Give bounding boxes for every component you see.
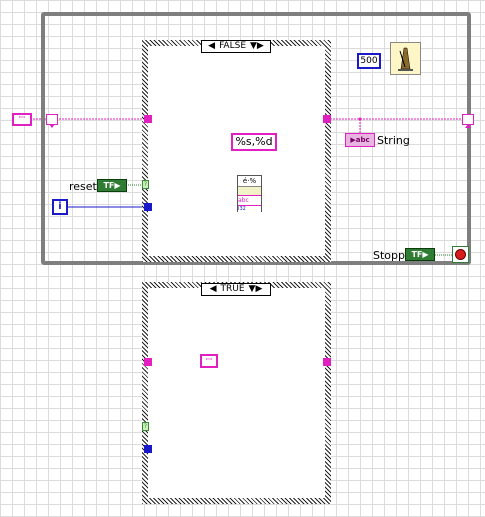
case-tunnel-string-out[interactable] — [323, 358, 331, 366]
case-tunnel-string-in[interactable] — [144, 115, 152, 123]
case-diagram-true — [148, 288, 325, 498]
case-diagram-false — [148, 46, 325, 256]
case-selector-terminal[interactable]: ? — [142, 180, 149, 189]
format-node-header: é·% — [238, 176, 261, 187]
while-loop[interactable] — [41, 12, 471, 265]
shift-down-icon — [49, 124, 55, 128]
reset-boolean-control[interactable]: TF▶ — [97, 179, 127, 192]
empty-string-constant[interactable]: "" — [200, 354, 218, 368]
format-into-string-node[interactable]: é·% abc I32 — [237, 175, 262, 212]
format-node-input-string: abc — [238, 195, 261, 206]
selector-left-arrow-icon[interactable]: ◀ — [208, 41, 216, 51]
case-structure-true[interactable] — [142, 282, 331, 504]
shift-register-left[interactable] — [46, 114, 58, 128]
reset-label: reset — [69, 180, 97, 193]
string-indicator[interactable]: ▶abc — [345, 133, 375, 147]
selector-left-arrow-icon[interactable]: ◀ — [209, 284, 217, 294]
control-arrow-icon: ▶ — [422, 250, 429, 259]
empty-string-constant[interactable]: "" — [12, 113, 32, 126]
format-node-input-int: I32 — [238, 206, 261, 212]
format-string-constant[interactable]: %s,%d — [231, 133, 277, 151]
metronome-icon[interactable] — [390, 42, 421, 75]
stopp-boolean-control[interactable]: TF▶ — [405, 248, 435, 261]
selector-dropdown-icon[interactable]: ▼▶ — [250, 41, 264, 51]
stop-icon — [455, 249, 466, 260]
stopp-label: Stopp — [373, 249, 405, 262]
indicator-arrow-icon: ▶ — [350, 136, 356, 144]
control-arrow-icon: ▶ — [114, 181, 121, 190]
case-tunnel-int-in[interactable] — [144, 445, 152, 453]
wire-junction — [358, 117, 362, 121]
selector-label: TRUE — [220, 284, 245, 294]
shift-register-right[interactable] — [462, 114, 474, 128]
case-selector-false[interactable]: ◀ FALSE ▼▶ — [201, 40, 271, 53]
loop-condition-terminal[interactable] — [452, 246, 469, 263]
case-tunnel-string-out[interactable] — [323, 115, 331, 123]
case-structure-false[interactable] — [142, 40, 331, 262]
case-tunnel-int-in[interactable] — [144, 203, 152, 211]
string-indicator-label: String — [377, 134, 410, 147]
shift-up-icon — [465, 124, 471, 128]
selector-dropdown-icon[interactable]: ▼▶ — [248, 284, 263, 294]
case-selector-true[interactable]: ◀ TRUE ▼▶ — [201, 283, 271, 296]
case-tunnel-string-in[interactable] — [144, 358, 152, 366]
selector-label: FALSE — [219, 41, 246, 51]
wait-ms-constant[interactable]: 500 — [357, 53, 381, 69]
iteration-terminal[interactable]: i — [52, 199, 68, 215]
case-selector-terminal[interactable]: ? — [142, 422, 149, 431]
